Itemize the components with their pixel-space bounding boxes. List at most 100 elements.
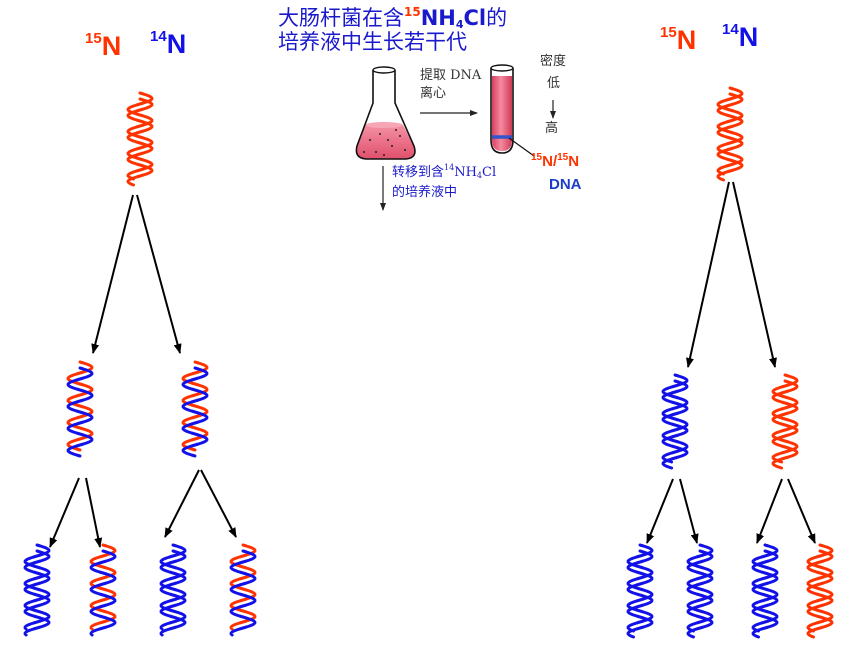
density-high: 高 (545, 121, 559, 136)
flask-liquid-surface (365, 122, 403, 128)
dna-strand-2 (66, 366, 94, 458)
title-formula-sub: 4 (455, 18, 464, 31)
left-gen2-helix-3 (159, 543, 187, 637)
density-low: 低 (547, 76, 561, 91)
band-mass-1: 15 (531, 152, 543, 163)
dna-strand-2 (126, 97, 154, 187)
tube-contents (492, 76, 512, 151)
transfer-prefix: 转移到含 (392, 165, 445, 180)
left-key-15n-mass: 15 (85, 30, 102, 47)
left-arrow-parent-to-child-1 (91, 194, 134, 354)
dna-strand-2 (716, 92, 744, 182)
left-gen2-helix-1 (23, 543, 51, 637)
left-gen1-helix-1 (66, 360, 94, 458)
left-arrow-gen1-1-to-gen2-2 (85, 477, 103, 548)
transfer-formula-b: Cl (482, 165, 497, 180)
dna-strand-1 (686, 543, 714, 633)
dna-strand-1 (806, 543, 834, 633)
left-key-14n-mass: 14 (150, 28, 167, 45)
flask-outline (355, 70, 416, 160)
right-gen2-helix-2 (686, 543, 714, 639)
transfer-line-1: 转移到含14NH4Cl (392, 163, 496, 183)
right-gen2-helix-3 (751, 543, 779, 639)
title-formula-b: Cl (463, 6, 487, 30)
right-arrow-gen1-1-to-gen2-2 (679, 478, 699, 544)
title: 大肠杆菌在含15NH4Cl的 培养液中生长若干代 (278, 6, 507, 54)
dna-strand-2 (23, 549, 51, 637)
left-key-14n: 14N (150, 28, 187, 59)
right-tree (626, 86, 834, 639)
dna-strand-2 (89, 549, 117, 637)
dna-strand-1 (771, 373, 799, 464)
dna-strand-2 (806, 549, 834, 639)
dna-strand-2 (159, 549, 187, 637)
dna-strand-2 (751, 549, 779, 639)
extract-label-line-1: 提取 DNA (420, 68, 482, 83)
left-key-14n-symbol: N (166, 29, 187, 59)
transfer-formula-sub: 4 (476, 171, 483, 180)
right-key-14n-symbol: N (738, 22, 759, 52)
band-label: 15N/15N (531, 152, 580, 170)
culture-flask (355, 66, 416, 160)
dna-strand-1 (181, 360, 209, 452)
centrifuge-tube (490, 64, 514, 154)
tube-outline (490, 68, 514, 154)
band-molecule-label: DNA (549, 176, 582, 193)
title-line-2: 培养液中生长若干代 (278, 30, 467, 54)
dna-strand-2 (229, 549, 257, 637)
band-pointer-line (508, 137, 535, 157)
right-gen1-helix-1 (661, 373, 689, 470)
dna-strand-2 (771, 379, 799, 470)
right-key-15n-mass: 15 (660, 24, 677, 41)
dna-strand-2 (661, 379, 689, 470)
band-mass-2: 15 (557, 152, 569, 163)
bacteria-dots (363, 129, 406, 156)
transfer-label: 转移到含14NH4Cl 的培养液中 (392, 163, 496, 203)
left-gen2-helix-2 (89, 543, 117, 637)
right-arrow-gen1-2-to-gen2-3 (756, 478, 783, 544)
left-arrow-gen1-2-to-gen2-3 (164, 469, 200, 538)
title-isotope: 15 (404, 5, 421, 19)
left-gen1-helix-2 (181, 360, 209, 458)
density-title: 密度 (540, 54, 567, 69)
tube-rim (490, 64, 514, 72)
band-symbol-2: N (568, 153, 580, 170)
right-arrow-gen1-2-to-gen2-4 (787, 478, 816, 544)
right-parent-helix (716, 86, 744, 182)
transfer-isotope: 14 (444, 163, 455, 172)
dna-strand-1 (751, 543, 779, 633)
right-key-15n-symbol: N (676, 25, 697, 55)
extract-label-line-2: 离心 (420, 86, 447, 101)
title-line-1-suffix: 的 (486, 6, 508, 30)
title-line-1-prefix: 大肠杆菌在含 (278, 6, 404, 30)
right-gen2-helix-4 (806, 543, 834, 639)
left-tree (23, 91, 257, 637)
transfer-line-2: 的培养液中 (392, 185, 458, 200)
right-key-14n: 14N (722, 21, 759, 52)
flask-rim (372, 66, 396, 74)
left-parent-helix (126, 91, 154, 187)
band-symbol-1: N/ (542, 153, 558, 170)
dna-strand-2 (686, 549, 714, 639)
left-arrow-parent-to-child-2 (136, 194, 182, 354)
dna-strand-1 (661, 373, 689, 464)
left-arrow-gen1-1-to-gen2-1 (49, 477, 80, 548)
left-key-15n-symbol: N (101, 31, 122, 61)
right-key-15n: 15N (660, 24, 697, 55)
right-gen2-helix-1 (626, 543, 654, 639)
transfer-formula-a: NH (454, 165, 477, 180)
dna-strand-2 (181, 366, 209, 458)
flask-liquid (356, 125, 415, 159)
dna-strand-2 (626, 549, 654, 639)
dna-strand-1 (716, 86, 744, 176)
right-key-14n-mass: 14 (722, 21, 739, 38)
left-arrow-gen1-2-to-gen2-4 (200, 469, 237, 538)
right-arrow-parent-to-child-2 (732, 181, 777, 368)
left-key-15n: 15N (85, 30, 122, 61)
dna-strand-1 (126, 91, 154, 181)
right-arrow-parent-to-child-1 (686, 181, 730, 368)
title-formula-a: NH (420, 6, 456, 30)
dna-strand-1 (626, 543, 654, 633)
title-line-1: 大肠杆菌在含15NH4Cl的 (278, 6, 507, 30)
